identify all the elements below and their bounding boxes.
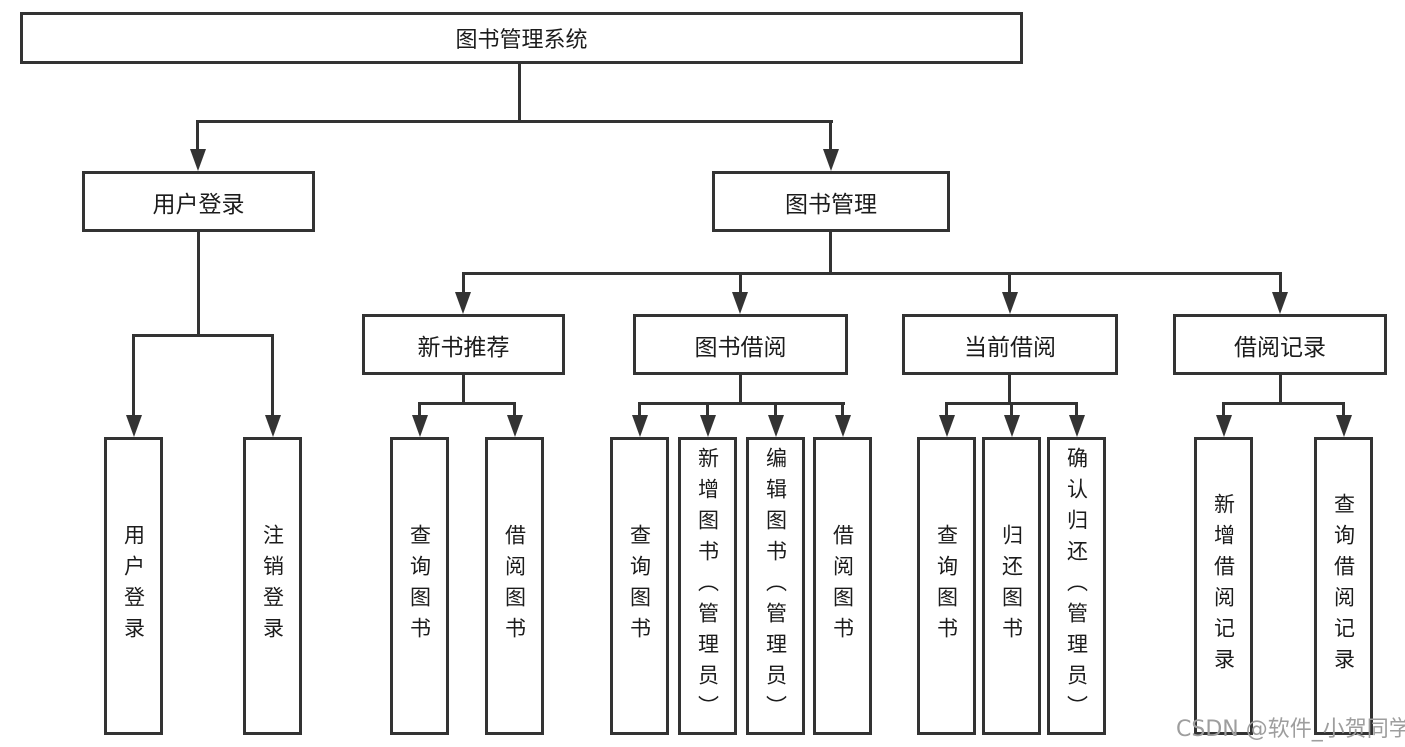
arrowhead-down-icon xyxy=(265,415,281,437)
connector-drop xyxy=(1075,402,1078,416)
node-label: 编辑图书（管理员） xyxy=(763,446,788,726)
arrowhead-down-icon xyxy=(1216,415,1232,437)
connector-drop xyxy=(1222,402,1225,416)
connector-drop xyxy=(841,402,844,416)
arrowhead-down-icon xyxy=(939,415,955,437)
node-leaf-borrow-books-1: 借阅图书 xyxy=(485,437,544,735)
connector-drop xyxy=(271,334,274,416)
node-label: 查询图书 xyxy=(407,524,432,648)
connector-drop xyxy=(418,402,421,416)
connector-drop xyxy=(739,272,742,293)
node-leaf-query-borrow-record: 查询借阅记录 xyxy=(1314,437,1373,735)
node-label: 新书推荐 xyxy=(417,334,510,361)
connector-drop xyxy=(706,402,709,416)
connector-drop xyxy=(196,120,199,152)
connector-stem xyxy=(197,232,200,335)
node-borrow-records: 借阅记录 xyxy=(1173,314,1387,375)
connector-drop xyxy=(462,272,465,293)
connector-drop xyxy=(638,402,641,416)
node-book-management: 图书管理 xyxy=(712,171,950,232)
arrowhead-down-icon xyxy=(412,415,428,437)
node-leaf-query-books-1: 查询图书 xyxy=(390,437,449,735)
connector-drop xyxy=(1008,272,1011,293)
node-book-borrow: 图书借阅 xyxy=(633,314,848,375)
node-label: 借阅图书 xyxy=(502,524,527,648)
node-label: 查询图书 xyxy=(934,524,959,648)
connector-drop xyxy=(513,402,516,416)
arrowhead-down-icon xyxy=(1336,415,1352,437)
connector-stem xyxy=(739,375,742,405)
node-leaf-query-books-3: 查询图书 xyxy=(917,437,976,735)
node-leaf-borrow-books-2: 借阅图书 xyxy=(813,437,872,735)
node-label: 用户登录 xyxy=(152,191,245,218)
node-user-login: 用户登录 xyxy=(82,171,315,232)
connector-stem xyxy=(462,375,465,405)
node-leaf-add-borrow-record: 新增借阅记录 xyxy=(1194,437,1253,735)
arrowhead-down-icon xyxy=(835,415,851,437)
connector-stem xyxy=(1008,375,1011,405)
arrowhead-down-icon xyxy=(1272,292,1288,314)
watermark: CSDN @软件_小贺同学 xyxy=(1176,717,1405,742)
node-label: 注销登录 xyxy=(260,524,285,648)
node-leaf-confirm-return-admin: 确认归还（管理员） xyxy=(1047,437,1106,735)
node-leaf-edit-books-admin: 编辑图书（管理员） xyxy=(746,437,805,735)
arrowhead-down-icon xyxy=(768,415,784,437)
connector-branch xyxy=(418,402,516,405)
connector-drop xyxy=(1279,272,1282,293)
arrowhead-down-icon xyxy=(1004,415,1020,437)
connector-branch xyxy=(462,272,1282,275)
connector-stem xyxy=(829,232,832,274)
connector-drop xyxy=(1010,402,1013,416)
node-leaf-return-books: 归还图书 xyxy=(982,437,1041,735)
node-leaf-user-login: 用户登录 xyxy=(104,437,163,735)
node-label: 查询借阅记录 xyxy=(1331,493,1356,679)
arrowhead-down-icon xyxy=(126,415,142,437)
node-leaf-query-books-2: 查询图书 xyxy=(610,437,669,735)
connector-stem xyxy=(518,64,521,121)
arrowhead-down-icon xyxy=(632,415,648,437)
connector-branch xyxy=(132,334,274,337)
node-label: 归还图书 xyxy=(999,524,1024,648)
node-label: 确认归还（管理员） xyxy=(1064,446,1089,726)
node-label: 新增图书（管理员） xyxy=(695,446,720,726)
node-new-book-recommend: 新书推荐 xyxy=(362,314,565,375)
connector-stem xyxy=(1279,375,1282,405)
connector-drop xyxy=(945,402,948,416)
connector-drop xyxy=(829,120,832,152)
node-label: 查询图书 xyxy=(627,524,652,648)
arrowhead-down-icon xyxy=(455,292,471,314)
arrowhead-down-icon xyxy=(732,292,748,314)
connector-branch xyxy=(1222,402,1345,405)
node-leaf-add-books-admin: 新增图书（管理员） xyxy=(678,437,737,735)
connector-drop xyxy=(1342,402,1345,416)
node-label: 用户登录 xyxy=(121,524,146,648)
node-current-borrow: 当前借阅 xyxy=(902,314,1118,375)
connector-drop xyxy=(132,334,135,416)
arrowhead-down-icon xyxy=(507,415,523,437)
connector-drop xyxy=(774,402,777,416)
connector-branch xyxy=(638,402,845,405)
node-label: 图书管理系统 xyxy=(455,28,588,53)
arrowhead-down-icon xyxy=(190,149,206,171)
arrowhead-down-icon xyxy=(1069,415,1085,437)
node-label: 图书管理 xyxy=(785,191,877,218)
connector-branch xyxy=(196,120,833,123)
node-label: 借阅记录 xyxy=(1234,334,1326,361)
node-label: 借阅图书 xyxy=(830,524,855,648)
node-leaf-logout: 注销登录 xyxy=(243,437,302,735)
node-label: 新增借阅记录 xyxy=(1211,493,1236,679)
arrowhead-down-icon xyxy=(823,149,839,171)
node-book-management-system: 图书管理系统 xyxy=(20,12,1023,64)
node-label: 图书借阅 xyxy=(694,334,787,361)
node-label: 当前借阅 xyxy=(964,334,1056,361)
arrowhead-down-icon xyxy=(1002,292,1018,314)
arrowhead-down-icon xyxy=(700,415,716,437)
